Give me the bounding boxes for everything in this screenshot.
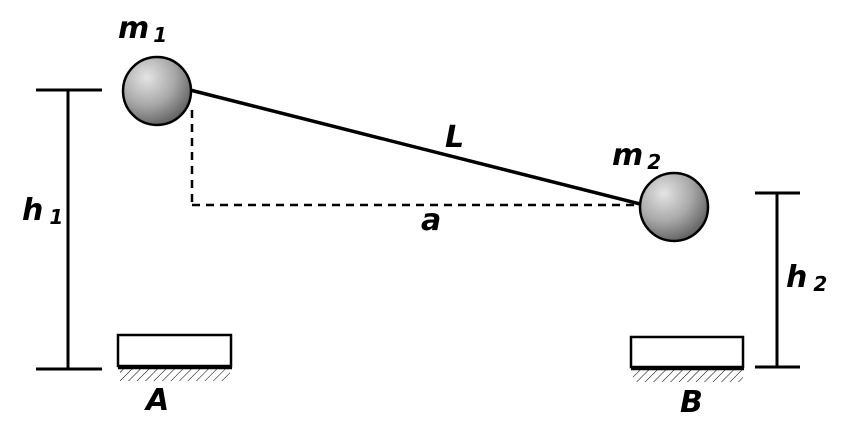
mass-2-ball xyxy=(638,171,710,243)
height-1-subscript: 1 xyxy=(49,205,63,229)
support-a-label: A xyxy=(144,383,169,418)
support-b xyxy=(629,335,745,382)
rod-label: L xyxy=(445,120,464,155)
mass-1-ball xyxy=(121,55,193,127)
height-2-dimension xyxy=(755,191,800,369)
height-1-dimension xyxy=(36,88,102,371)
horizontal-distance-label: a xyxy=(421,203,441,238)
support-a xyxy=(116,333,233,381)
mass-1-subscript: 1 xyxy=(153,23,167,47)
height-2-subscript: 2 xyxy=(813,272,827,296)
mass-2-subscript: 2 xyxy=(647,150,661,174)
support-b-label: B xyxy=(680,385,703,420)
dashed-guides xyxy=(190,110,640,207)
rod-line xyxy=(189,88,645,207)
